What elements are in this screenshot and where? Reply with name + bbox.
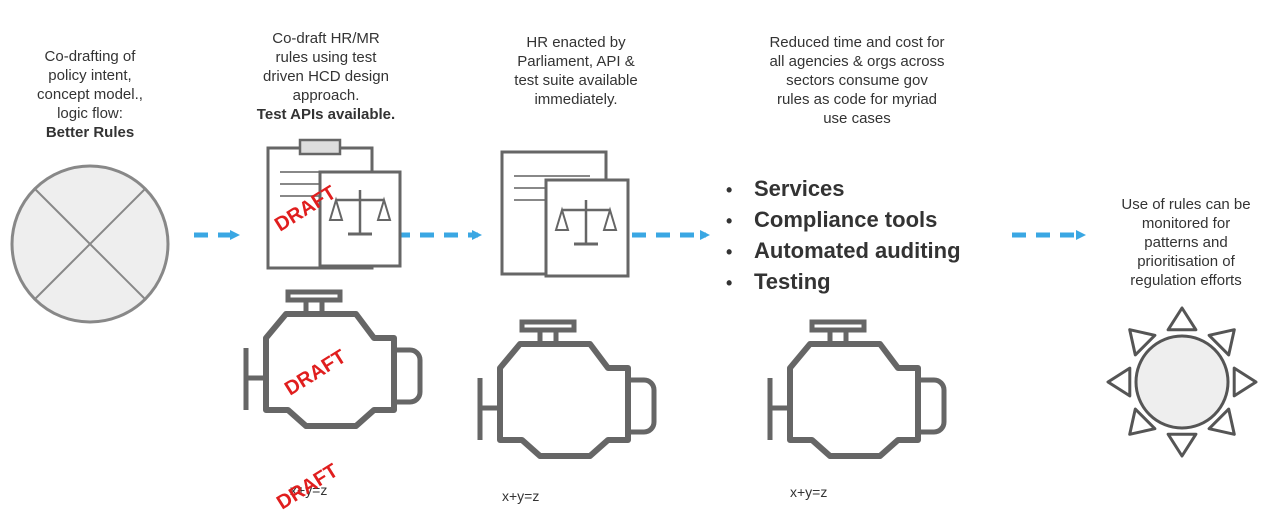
stage4-caption: Reduced time and cost for all agencies &… [712, 14, 1002, 128]
sun-ray [1207, 407, 1236, 436]
use-case-list: Services Compliance tools Automated audi… [726, 174, 961, 298]
draft-stamp-formula: DRAFT [273, 460, 342, 515]
stage1-caption-bold: Better Rules [45, 124, 135, 141]
sun-ray [1106, 366, 1132, 398]
stage3-caption: HR enacted by Parliament, API & test sui… [476, 14, 676, 109]
use-case-item: Automated auditing [726, 236, 961, 267]
sun-icon [1106, 306, 1258, 458]
draft-document-icon [266, 138, 402, 270]
enacted-document-icon [500, 150, 630, 278]
stage1-caption: Co-drafting of policy intent, concept mo… [10, 28, 170, 161]
sun-ray [1207, 328, 1236, 357]
stage5-caption: Use of rules can be monitored for patter… [1094, 176, 1278, 290]
sun-ray [1128, 407, 1157, 436]
stage1-caption-text: Co-drafting of policy intent, concept mo… [37, 48, 143, 122]
formula-stage3: x+y=z [502, 488, 540, 504]
sun-core [1134, 334, 1230, 430]
use-case-item: Services [726, 174, 961, 205]
sun-ray [1128, 328, 1157, 357]
formula-stage2: x+y=z [290, 482, 328, 498]
stage3-caption-text: HR enacted by Parliament, API & test sui… [514, 34, 638, 108]
stage5-caption-text: Use of rules can be monitored for patter… [1121, 196, 1251, 289]
use-case-item: Testing [726, 267, 961, 298]
engine-icon [770, 322, 944, 456]
stage4-caption-text: Reduced time and cost for all agencies &… [769, 34, 945, 127]
sun-ray [1166, 432, 1198, 458]
formula-stage4: x+y=z [790, 484, 828, 500]
engine-icon [480, 322, 654, 456]
sun-ray [1232, 366, 1258, 398]
use-case-item: Compliance tools [726, 205, 961, 236]
stage2-caption: Co-draft HR/MR rules using test driven H… [226, 10, 426, 143]
stage2-caption-bold: Test APIs available. [256, 106, 396, 123]
stage2-caption-text: Co-draft HR/MR rules using test driven H… [263, 30, 389, 104]
concept-placeholder-icon [10, 164, 170, 324]
sun-ray [1166, 306, 1198, 332]
draft-stamp-engine: DRAFT [281, 346, 350, 401]
